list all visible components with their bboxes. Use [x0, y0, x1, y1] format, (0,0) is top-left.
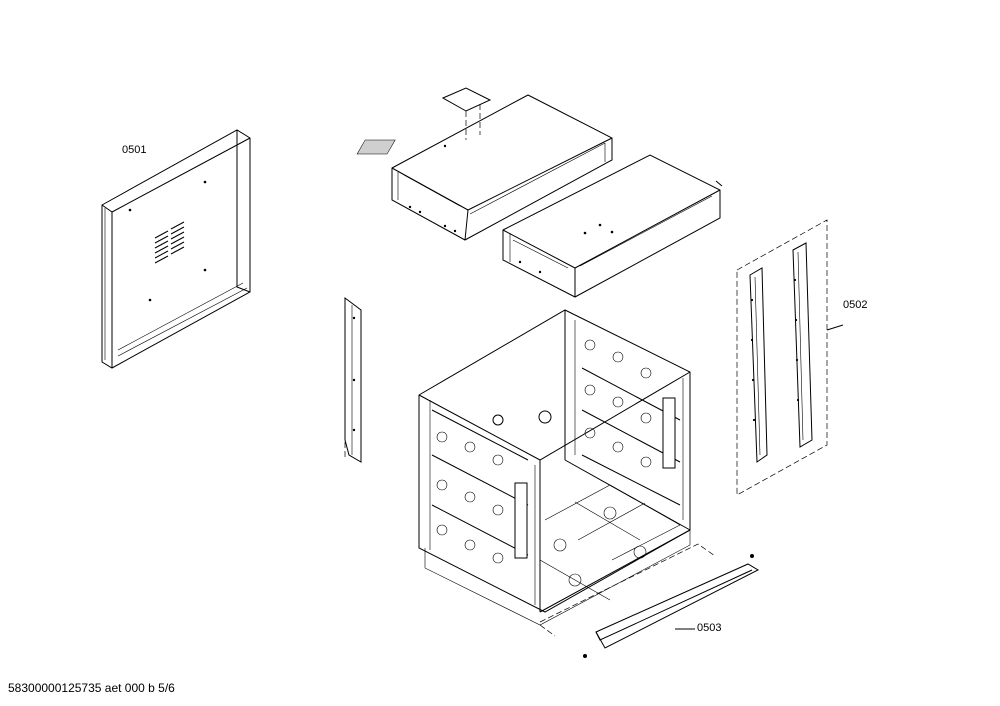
- upper-housing-left: [356, 87, 613, 241]
- callout-0501: 0501: [122, 144, 147, 156]
- callout-0502: 0502: [843, 299, 868, 311]
- oven-cavity: [418, 309, 691, 637]
- upper-housing-right: [502, 154, 723, 298]
- front-trim-0503: [539, 543, 760, 658]
- document-id: 58300000125735 aet 000 b 5/6: [8, 681, 175, 695]
- vent-slots: [154, 221, 185, 264]
- side-strip: [344, 297, 362, 463]
- callout-0503: 0503: [697, 622, 722, 634]
- rear-panel-0501: [101, 129, 251, 369]
- side-rails-0502: [736, 219, 844, 496]
